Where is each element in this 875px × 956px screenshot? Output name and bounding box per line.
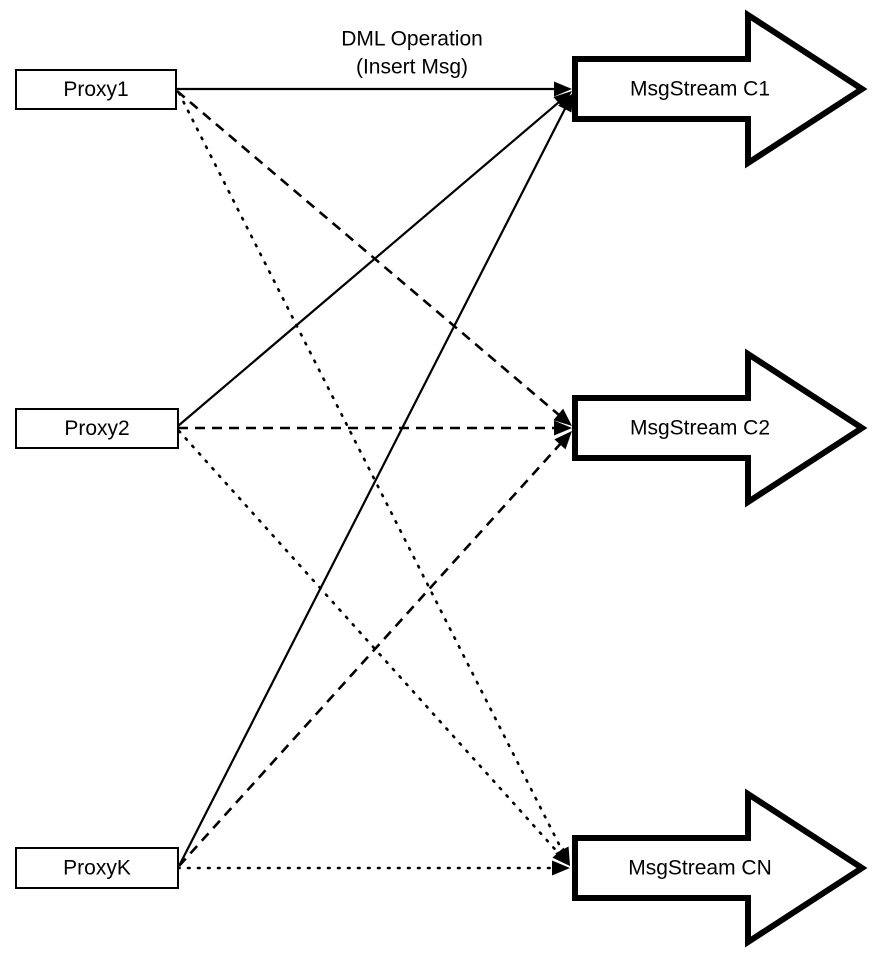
msgstream-node-stream_cn[interactable]: MsgStream CN (572, 788, 868, 948)
proxy-label-proxyk: ProxyK (63, 857, 131, 880)
proxy-node-proxyk[interactable]: ProxyK (15, 847, 179, 889)
arrowhead-p2-c1 (553, 91, 572, 109)
proxy-box-proxyk (15, 847, 179, 889)
proxy-node-proxy1[interactable]: Proxy1 (15, 69, 177, 110)
arrowheads-layer (552, 81, 573, 876)
arrowhead-p1-c1 (554, 81, 572, 97)
proxy-label-proxy1: Proxy1 (63, 78, 128, 101)
edge-label-line-2: (Insert Msg) (356, 56, 468, 79)
msgstream-node-stream_c2[interactable]: MsgStream C2 (572, 348, 868, 508)
connector-pk-c2 (178, 440, 564, 867)
connector-pk-c1 (178, 104, 568, 867)
connector-p1-cn (177, 91, 565, 855)
edge-label-dml-operation: DML Operation (Insert Msg) (341, 28, 483, 79)
proxy-box-proxy2 (15, 408, 179, 449)
arrowhead-pk-cn (552, 860, 570, 876)
proxy-node-proxy2[interactable]: Proxy2 (15, 408, 179, 449)
streams-layer: MsgStream C1 MsgStream C2 MsgStream CN (572, 9, 868, 948)
connector-p1-c2 (176, 90, 563, 418)
msgstream-arrow-shape-stream_c2 (572, 348, 868, 508)
proxy-box-proxy1 (15, 69, 177, 110)
arrowhead-p2-c2 (554, 420, 572, 436)
arrowhead-p1-c2 (553, 408, 572, 426)
msgstream-node-stream_c1[interactable]: MsgStream C1 (572, 9, 868, 169)
msgstream-label-stream_c1: MsgStream C1 (630, 78, 770, 101)
msgstream-label-stream_c2: MsgStream C2 (630, 417, 770, 440)
msgstream-label-stream_cn: MsgStream CN (628, 857, 772, 880)
arrowhead-p2-cn (552, 847, 570, 866)
msgstream-arrow-shape-stream_c1 (572, 9, 868, 169)
edge-label-line-1: DML Operation (341, 28, 483, 51)
msgstream-arrow-shape-stream_cn (572, 788, 868, 948)
connector-p2-cn (177, 429, 562, 857)
arrowhead-pk-c1 (558, 93, 573, 113)
connections-layer (176, 87, 568, 870)
proxy-label-proxy2: Proxy2 (64, 417, 129, 440)
connector-p2-c1 (177, 99, 563, 427)
arrowhead-pk-c2 (554, 431, 572, 450)
